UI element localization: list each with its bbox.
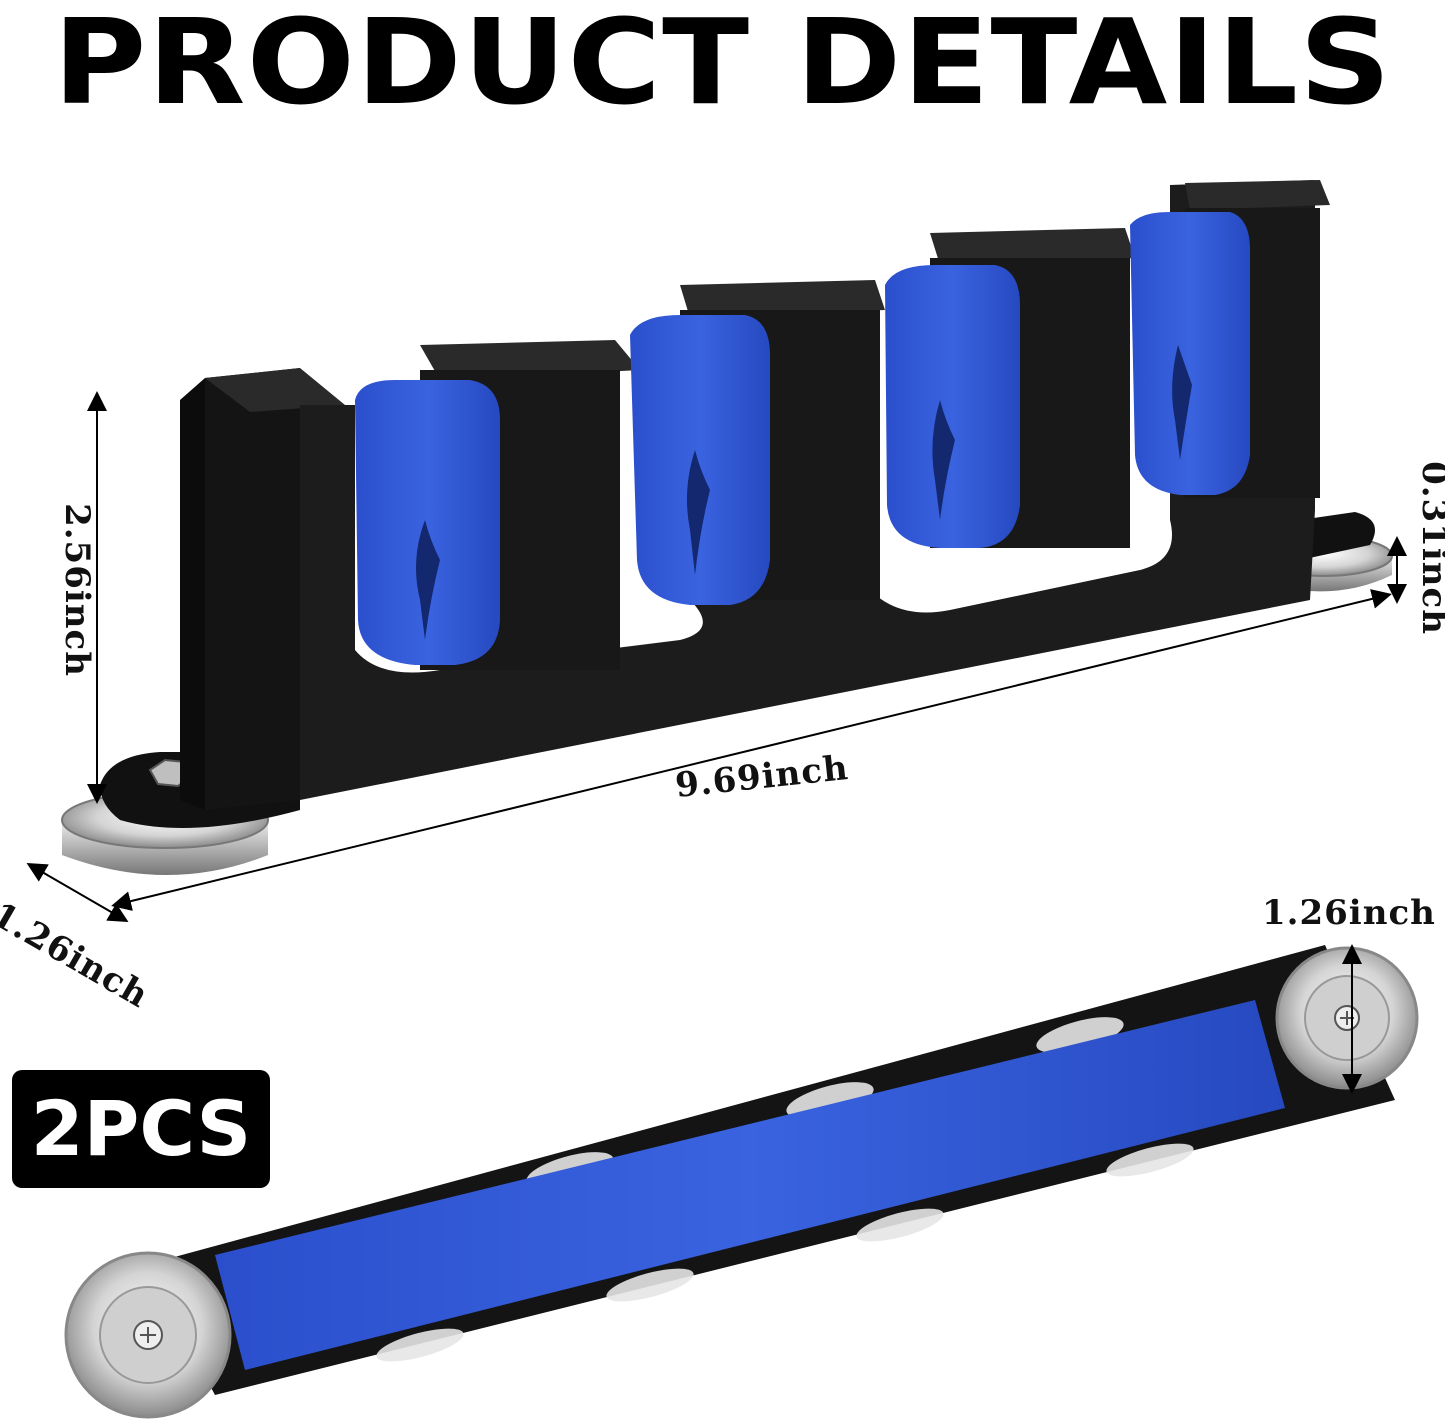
foam-slot-4 bbox=[1130, 212, 1250, 495]
bottom-left-magnet-icon bbox=[64, 1251, 232, 1419]
magnet-diameter-dimension-label: 1.26inch bbox=[1262, 893, 1436, 933]
foam-slot-2 bbox=[630, 315, 770, 605]
foam-slot-1 bbox=[355, 380, 500, 665]
height-dimension-label: 2.56inch bbox=[56, 503, 97, 677]
rod-rack-side-view bbox=[26, 180, 1407, 923]
quantity-badge: 2PCS bbox=[12, 1070, 270, 1188]
foam-slot-3 bbox=[885, 265, 1020, 548]
foam-strip bbox=[215, 1000, 1285, 1370]
rod-rack-top-view bbox=[64, 944, 1419, 1419]
magnet-height-dimension-label: 0.31inch bbox=[1413, 461, 1445, 635]
bottom-right-magnet-icon bbox=[1275, 946, 1419, 1090]
page-title: PRODUCT DETAILS bbox=[52, 0, 1393, 131]
